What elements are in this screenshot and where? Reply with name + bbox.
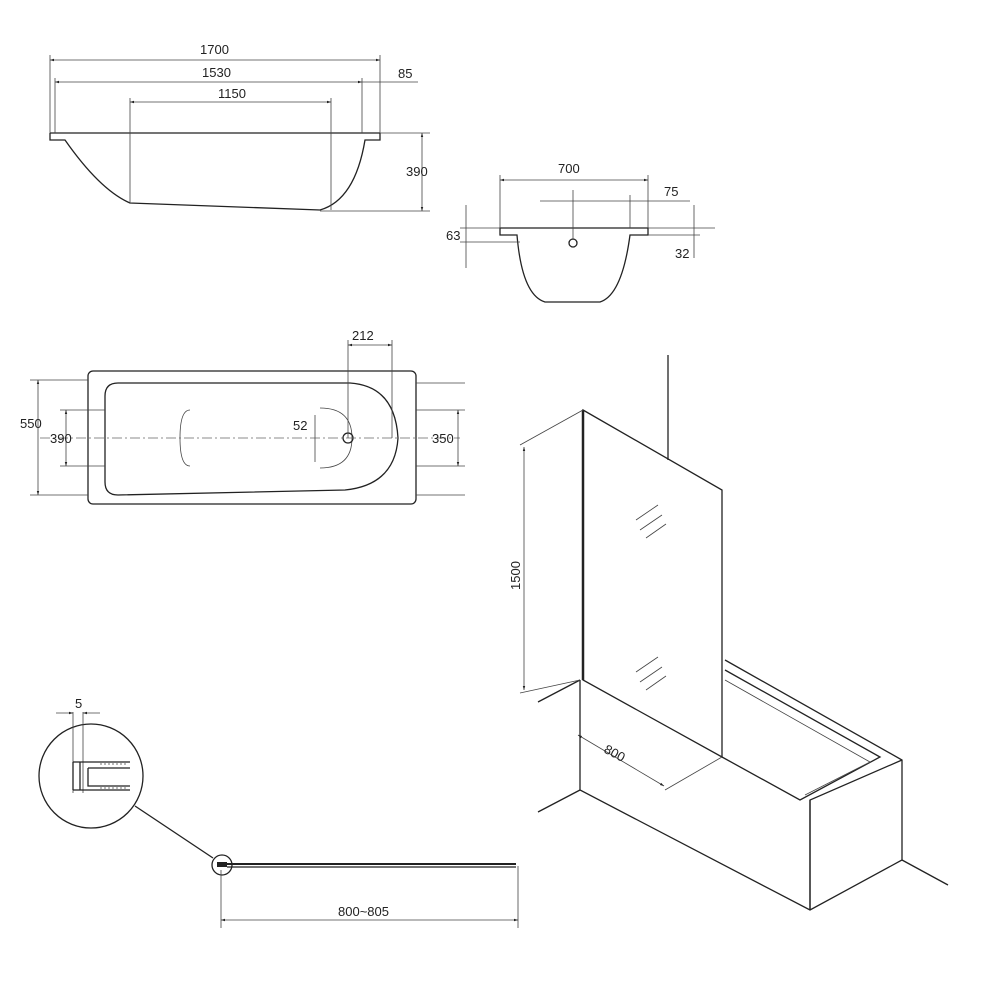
profile-detail: 5 800~805 xyxy=(38,696,519,928)
plan-view: 212 550 390 52 350 xyxy=(20,328,465,505)
side-view: 1700 1530 85 1150 390 xyxy=(49,42,430,212)
dim-length-inner: 1530 xyxy=(202,65,231,80)
dim-drain-diameter: 52 xyxy=(293,418,307,433)
dim-rim-height: 63 xyxy=(446,228,460,243)
dim-bottom-length: 1150 xyxy=(218,86,246,101)
glass-panel xyxy=(582,408,723,759)
dim-width-inner: 390 xyxy=(50,431,72,446)
dim-rim-width: 85 xyxy=(398,66,412,81)
dim-screen-height: 1500 xyxy=(508,561,523,590)
dim-width-overall: 550 xyxy=(20,416,42,431)
isometric-screen-view: 1500 800 xyxy=(508,355,949,911)
dim-adjust-range: 800~805 xyxy=(338,904,389,919)
dim-screen-width: 800 xyxy=(602,741,628,764)
dim-length-overall: 1700 xyxy=(200,42,229,57)
dim-drain-offset: 212 xyxy=(352,328,374,343)
dim-width-narrow: 350 xyxy=(432,431,454,446)
dim-height: 390 xyxy=(406,164,428,179)
dim-rim-thickness: 32 xyxy=(675,246,689,261)
dim-gap: 5 xyxy=(75,696,82,711)
dim-width: 700 xyxy=(558,161,580,176)
end-view: 700 75 63 32 xyxy=(446,161,715,303)
dim-rim-offset: 75 xyxy=(664,184,678,199)
